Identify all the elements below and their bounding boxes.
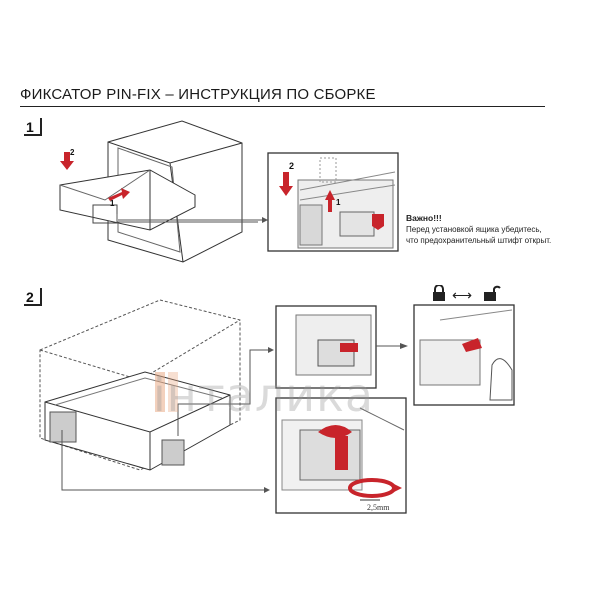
- drawer-arrow-label-1: 1: [110, 199, 115, 208]
- detail-arrow-label-1: 1: [336, 198, 341, 207]
- note-line-2: что предохранительный штифт открыт.: [406, 236, 552, 245]
- step-2-number: 2: [26, 289, 34, 305]
- lock-icon: [433, 285, 445, 301]
- dimension-label: 2,5mm: [367, 503, 390, 512]
- drawer-arrow-label-2: 2: [70, 148, 75, 157]
- step1-red-arrows: [60, 152, 130, 201]
- note-line-1: Перед установкой ящика убедитесь,: [406, 225, 542, 234]
- cabinet-step1: [59, 120, 243, 263]
- step-1-corner: [24, 118, 42, 136]
- drawer-step2: [44, 371, 231, 471]
- detail-arrow-label-2: 2: [289, 161, 295, 171]
- step1-detail: [267, 152, 399, 252]
- watermark: інталика: [153, 368, 375, 422]
- title-divider: [20, 106, 545, 107]
- step2-red-parts: [318, 425, 402, 498]
- step2-detail-right: [413, 304, 515, 406]
- note-heading: Важно!!!: [406, 213, 442, 223]
- watermark-logo-mark: [155, 372, 178, 412]
- step1-detail-arrows: [279, 172, 384, 230]
- important-note: Важно!!! Перед установкой ящика убедитес…: [406, 213, 596, 246]
- double-arrow-icon: ⟷: [452, 287, 473, 303]
- step2-detail-top: [275, 305, 404, 389]
- step-2-corner: [24, 288, 42, 306]
- step-1-number: 1: [26, 119, 34, 135]
- unlock-icon: [484, 285, 501, 301]
- page-title: ФИКСАТОР PIN-FIX – ИНСТРУКЦИЯ ПО СБОРКЕ: [20, 86, 376, 103]
